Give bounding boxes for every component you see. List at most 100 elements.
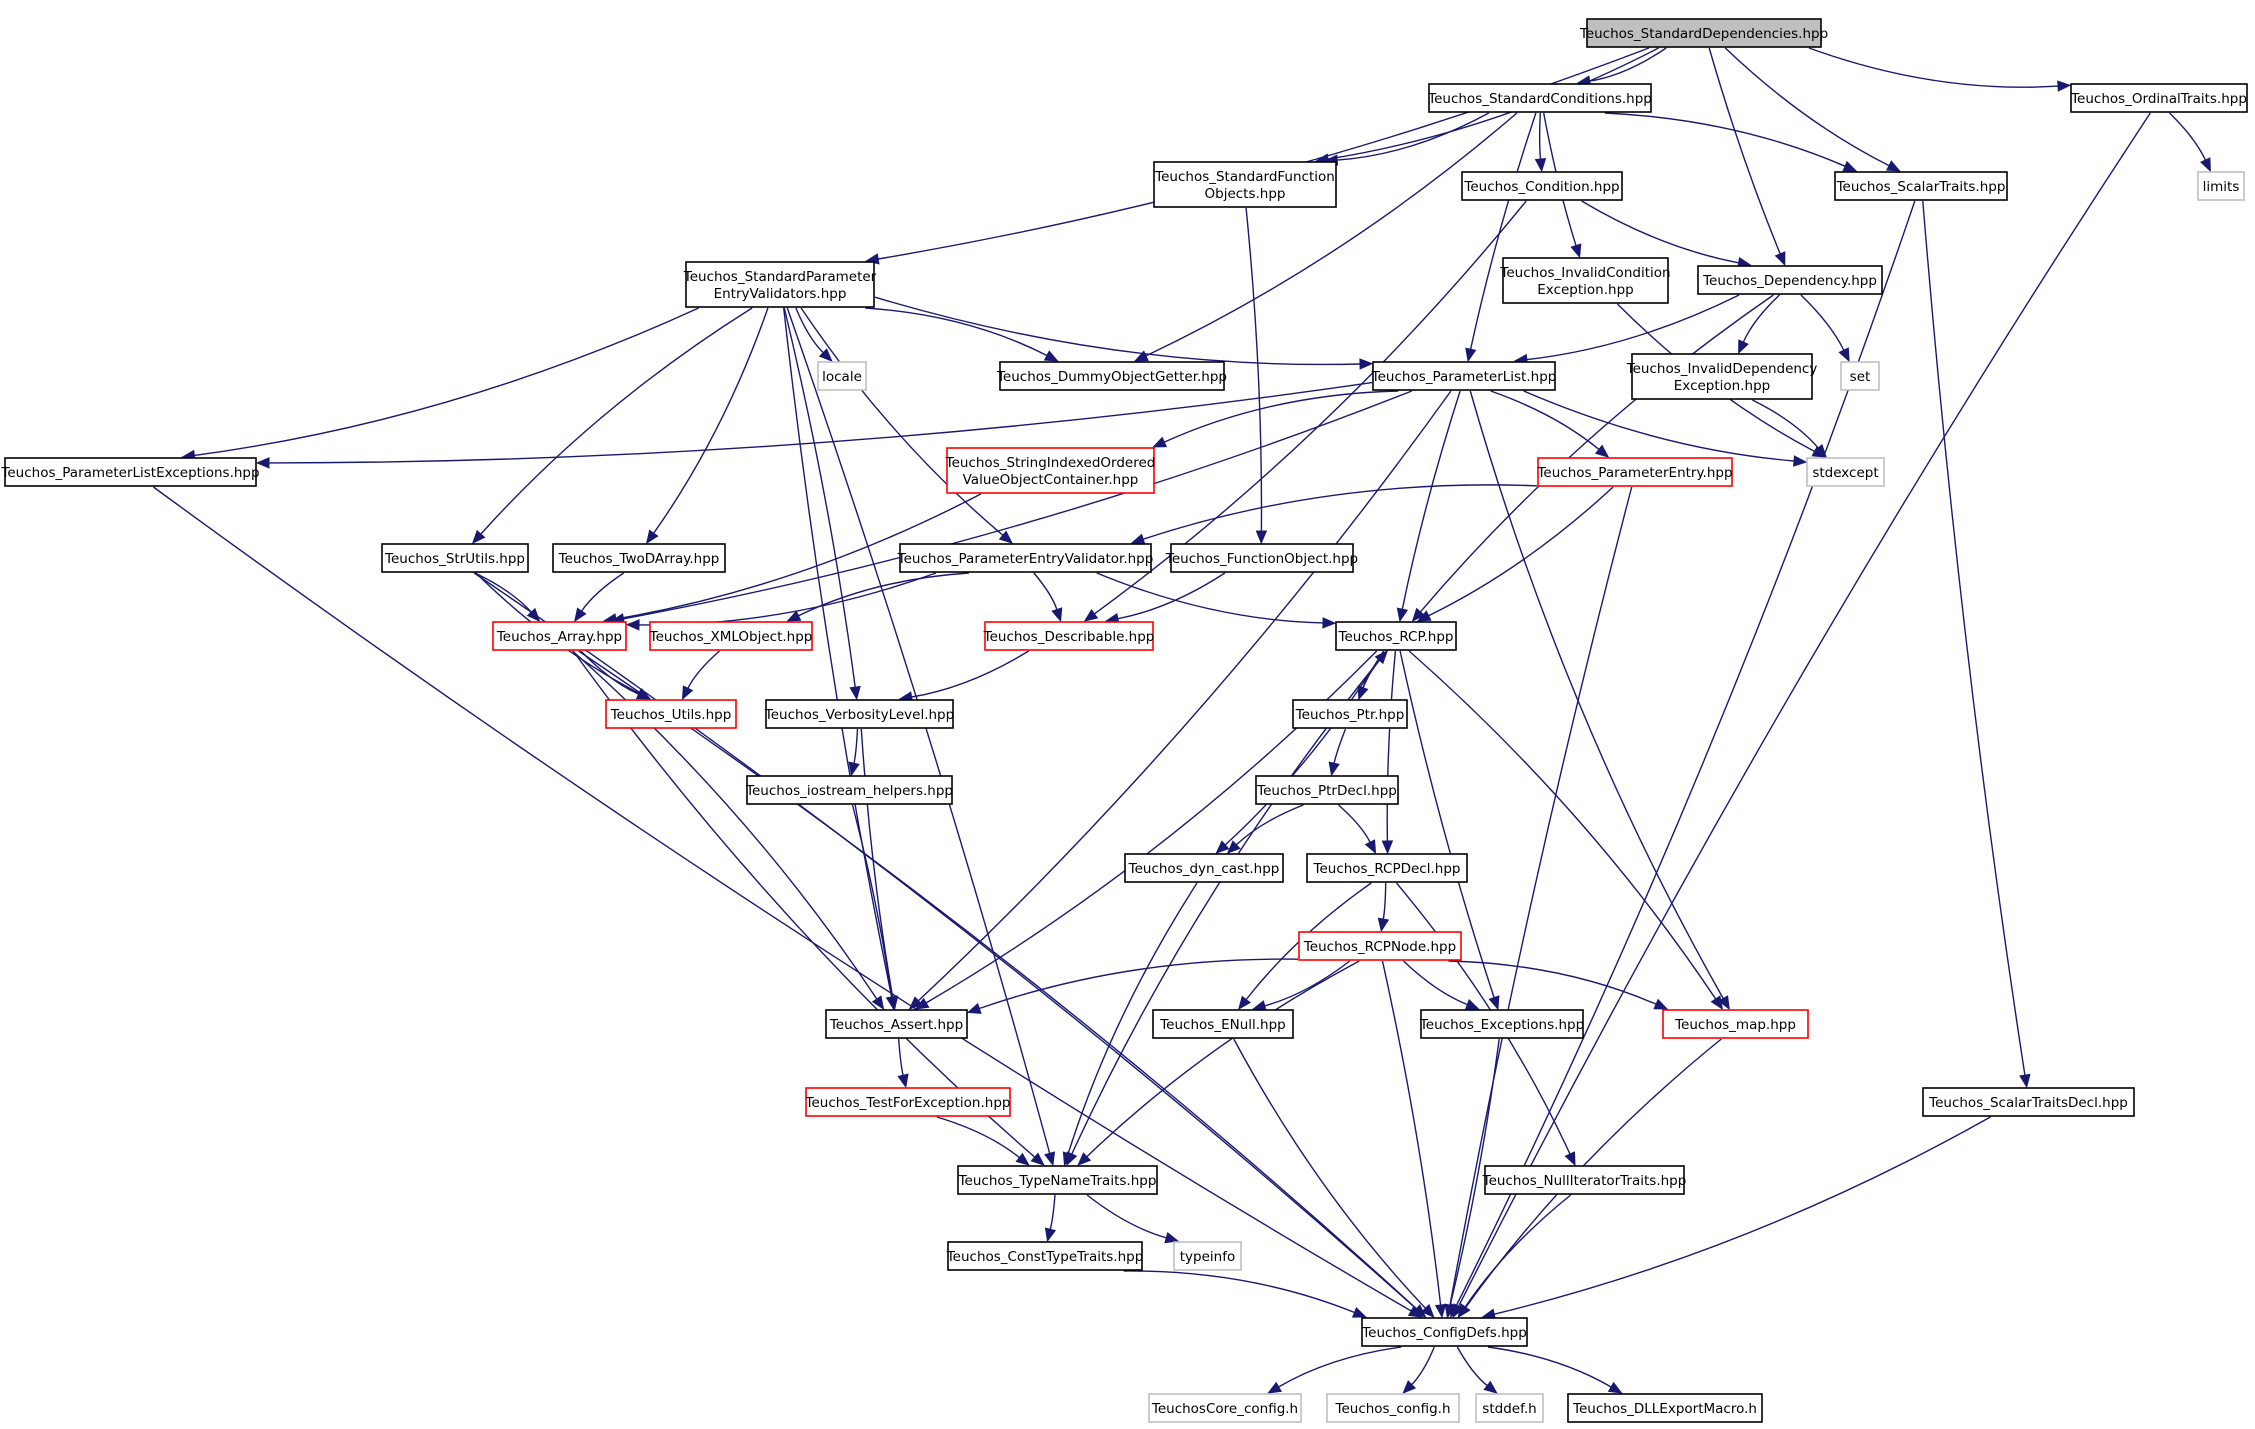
edge-rcp_node-to-type_name_traits [1077, 960, 1360, 1166]
node-assert[interactable]: Teuchos_Assert.hpp [825, 1009, 968, 1039]
node-string-indexed-ordered[interactable]: Teuchos_StringIndexedOrderedValueObjectC… [945, 447, 1156, 494]
node-dll-export-macro[interactable]: Teuchos_DLLExportMacro.h [1567, 1393, 1763, 1423]
node-ordinal-traits[interactable]: Teuchos_OrdinalTraits.hpp [2070, 83, 2248, 113]
edge-scalar_traits-to-scalar_traits_decl [1922, 200, 2031, 1089]
arrowhead-icon [471, 529, 486, 544]
node-box [2197, 171, 2245, 201]
node-array[interactable]: Teuchos_Array.hpp [492, 621, 627, 651]
node-box [1298, 931, 1462, 961]
node-std-param-entry-validators[interactable]: Teuchos_StandardParameterEntryValidators… [683, 261, 877, 308]
edge-line [1233, 1038, 1427, 1309]
edge-line [865, 307, 1048, 357]
edge-std_conditions-to-condition [1534, 112, 1547, 173]
node-config-defs[interactable]: Teuchos_ConfigDefs.hpp [1361, 1317, 1528, 1347]
node-label: Teuchos_ParameterEntryValidator.hpp [897, 551, 1154, 567]
edge-std_param_entry_validators-to-assert [783, 307, 898, 1011]
edge-line [1382, 882, 1387, 920]
arrowhead-icon [1043, 350, 1059, 362]
node-parameter-list[interactable]: Teuchos_ParameterList.hpp [1371, 361, 1557, 391]
node-box [492, 621, 627, 651]
arrowhead-icon [1416, 610, 1432, 622]
edge-line [1428, 486, 1614, 617]
node-box [1662, 1009, 1809, 1039]
edge-null_iterator_traits-to-config_defs [1457, 1194, 1572, 1319]
node-scalar-traits[interactable]: Teuchos_ScalarTraits.hpp [1834, 171, 2008, 201]
edge-line [1386, 650, 1397, 842]
arrowhead-icon [1653, 998, 1669, 1010]
node-test-for-exception[interactable]: Teuchos_TestForException.hpp [805, 1087, 1011, 1117]
arrowhead-icon [966, 1002, 982, 1014]
arrowhead-icon [1328, 761, 1340, 777]
node-std-deps[interactable]: Teuchos_StandardDependencies.hpp [1579, 18, 1828, 48]
node-parameter-entry[interactable]: Teuchos_ParameterEntry.hpp [1536, 457, 1733, 487]
node-label: Teuchos_RCP.hpp [1338, 629, 1454, 645]
node-type-name-traits[interactable]: Teuchos_TypeNameTraits.hpp [957, 1165, 1158, 1195]
edge-std_param_entry_validators-to-parameter_list [874, 296, 1374, 370]
node-ptr-decl[interactable]: Teuchos_PtrDecl.hpp [1255, 775, 1399, 805]
node-iostream-helpers[interactable]: Teuchos_iostream_helpers.hpp [745, 775, 953, 805]
arrowhead-icon [1044, 1151, 1056, 1167]
node-dyn-cast[interactable]: Teuchos_dyn_cast.hpp [1124, 853, 1284, 883]
edge-enull-to-config_defs [1233, 1038, 1435, 1318]
edge-line [1464, 1194, 1572, 1308]
edge-std_param_entry_validators-to-locale [795, 307, 833, 362]
node-box [765, 699, 954, 729]
node-rcp-decl[interactable]: Teuchos_RCPDecl.hpp [1306, 853, 1468, 883]
arrowhead-icon [1738, 339, 1749, 355]
edge-line [1469, 390, 1724, 999]
edge-line [474, 572, 532, 613]
node-map[interactable]: Teuchos_map.hpp [1662, 1009, 1809, 1039]
node-stddef: stddef.h [1475, 1393, 1544, 1423]
node-verbosity-level[interactable]: Teuchos_VerbosityLevel.hpp [764, 699, 954, 729]
node-exceptions[interactable]: Teuchos_Exceptions.hpp [1419, 1009, 1584, 1039]
node-describable[interactable]: Teuchos_Describable.hpp [983, 621, 1155, 651]
node-utils[interactable]: Teuchos_Utils.hpp [605, 699, 737, 729]
node-label: Teuchos_InvalidCondition [1499, 265, 1670, 281]
node-box [1697, 265, 1883, 295]
arrowhead-icon [1251, 1000, 1267, 1012]
node-two-d-array[interactable]: Teuchos_TwoDArray.hpp [552, 543, 726, 573]
node-enull[interactable]: Teuchos_ENull.hpp [1152, 1009, 1294, 1039]
node-std-conditions[interactable]: Teuchos_StandardConditions.hpp [1427, 83, 1652, 113]
node-null-iterator-traits[interactable]: Teuchos_NullIteratorTraits.hpp [1482, 1165, 1687, 1195]
node-box [984, 621, 1154, 651]
node-label: Teuchos_StringIndexedOrdered [945, 455, 1156, 471]
edge-line [1589, 47, 1667, 82]
node-ptr[interactable]: Teuchos_Ptr.hpp [1292, 699, 1408, 729]
arrowhead-icon [2200, 157, 2211, 173]
edge-ordinal_traits-to-limits [2169, 112, 2211, 173]
node-const-type-traits[interactable]: Teuchos_ConstTypeTraits.hpp [946, 1241, 1144, 1271]
node-parameter-entry-validator[interactable]: Teuchos_ParameterEntryValidator.hpp [897, 543, 1154, 573]
node-xml-object[interactable]: Teuchos_XMLObject.hpp [649, 621, 813, 651]
edge-rcp_node-to-config_defs [1381, 960, 1447, 1319]
node-dummy-object-getter[interactable]: Teuchos_DummyObjectGetter.hpp [996, 361, 1227, 391]
arrowhead-icon [1030, 1152, 1045, 1166]
edge-line [1538, 112, 1542, 160]
node-box [1170, 543, 1354, 573]
node-rcp-node[interactable]: Teuchos_RCPNode.hpp [1298, 931, 1462, 961]
node-box [999, 361, 1225, 391]
arrowhead-icon [1842, 160, 1858, 172]
node-condition[interactable]: Teuchos_Condition.hpp [1461, 171, 1623, 201]
node-rcp[interactable]: Teuchos_RCP.hpp [1335, 621, 1457, 651]
edge-parameter_list-to-map [1469, 390, 1730, 1011]
node-box [1335, 621, 1457, 651]
node-scalar-traits-decl[interactable]: Teuchos_ScalarTraitsDecl.hpp [1922, 1087, 2135, 1117]
arrowhead-icon [1015, 1152, 1030, 1166]
edge-line [1401, 390, 1461, 610]
node-parameter-list-exceptions[interactable]: Teuchos_ParameterListExceptions.hpp [0, 457, 260, 487]
node-label: Teuchos_ScalarTraits.hpp [1836, 179, 2006, 195]
node-box [4, 457, 257, 487]
arrowhead-icon [1226, 840, 1241, 854]
node-function-object[interactable]: Teuchos_FunctionObject.hpp [1165, 543, 1358, 573]
edge-line [1448, 960, 1657, 1005]
node-label: Teuchos_Dependency.hpp [1702, 273, 1877, 289]
node-str-utils[interactable]: Teuchos_StrUtils.hpp [381, 543, 529, 573]
edge-std_function_objects-to-function_object [1245, 207, 1268, 545]
node-box [1255, 775, 1399, 805]
node-dependency[interactable]: Teuchos_Dependency.hpp [1697, 265, 1883, 295]
node-teuchos-core-config: TeuchosCore_config.h [1148, 1393, 1302, 1423]
